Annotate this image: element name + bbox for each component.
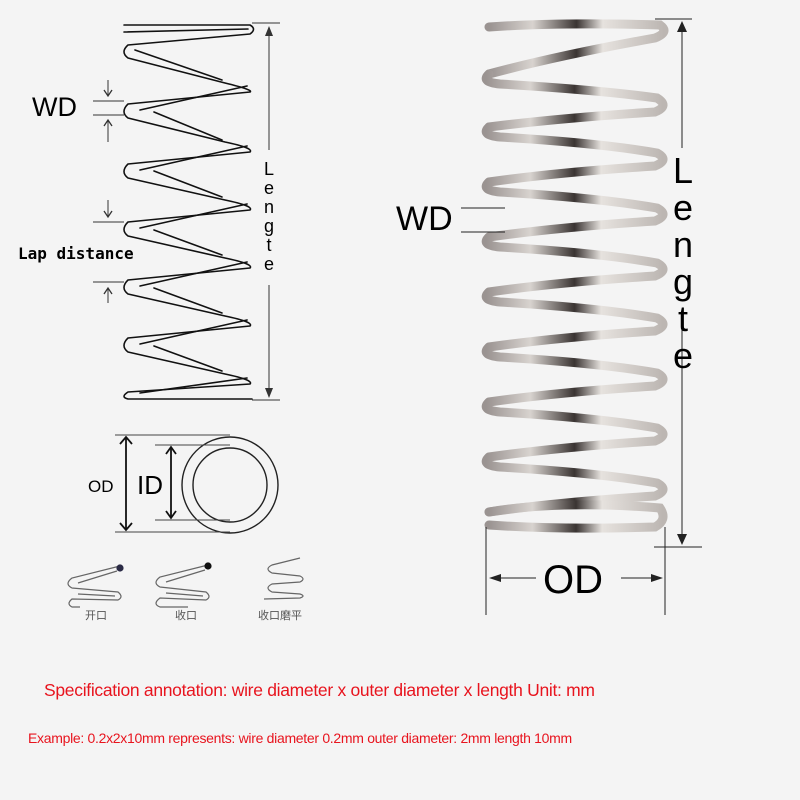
- end-type-label-closed: 收口: [175, 609, 197, 622]
- od-label-photo: OD: [543, 558, 603, 602]
- spec-example: Example: 0.2x2x10mm represents: wire dia…: [28, 730, 572, 746]
- length-label-vertical-photo: L e n g t e: [672, 150, 694, 376]
- wd-label-photo: WD: [396, 200, 453, 238]
- id-label: ID: [137, 470, 163, 500]
- end-type-label-closed-ground: 收口磨平: [258, 609, 302, 622]
- spec-annotation: Specification annotation: wire diameter …: [44, 680, 595, 700]
- end-type-label-open: 开口: [85, 609, 107, 622]
- wd-label: WD: [32, 92, 77, 122]
- od-label-small: OD: [88, 477, 114, 496]
- lap-distance-label: Lap distance: [18, 244, 134, 263]
- length-label-vertical: L e n g t e: [263, 159, 274, 274]
